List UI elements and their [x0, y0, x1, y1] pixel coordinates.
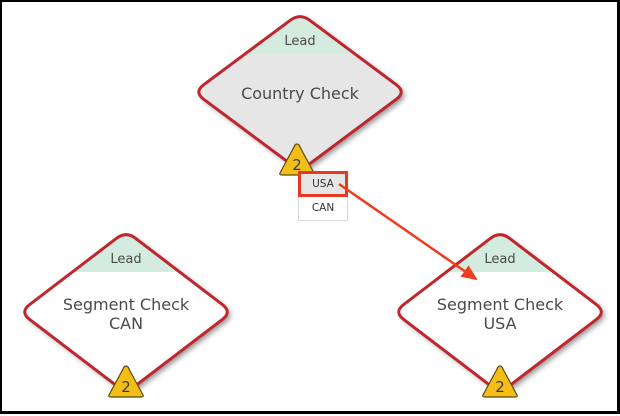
warning-badge[interactable]: 2 — [108, 365, 144, 398]
warning-count: 2 — [495, 378, 505, 396]
warning-count: 2 — [292, 156, 302, 174]
branch-option-can[interactable]: CAN — [311, 202, 335, 214]
lead-label: Lead — [284, 34, 315, 49]
diamond-shape — [198, 16, 402, 168]
diamond-shape — [398, 234, 602, 390]
diamond-shape — [24, 234, 228, 390]
node-title-line: Country Check — [241, 84, 360, 103]
warning-badge[interactable]: 2 — [482, 365, 518, 398]
warning-count: 2 — [121, 378, 131, 396]
node-title-line: Segment Check — [63, 295, 190, 314]
warning-triangle-icon — [108, 365, 144, 398]
branch-option-usa[interactable]: USA — [298, 171, 348, 197]
lead-label: Lead — [110, 252, 141, 267]
branch-option-menu: USA CAN — [298, 171, 348, 221]
annotation-arrow — [338, 182, 478, 281]
node-title-line: CAN — [109, 314, 143, 333]
warning-triangle-icon — [279, 143, 315, 176]
node-title-line: USA — [483, 314, 516, 333]
node-title-line: Segment Check — [437, 295, 564, 314]
warning-triangle-icon — [482, 365, 518, 398]
warning-badge[interactable]: 2 — [279, 143, 315, 176]
lead-label: Lead — [484, 252, 515, 267]
